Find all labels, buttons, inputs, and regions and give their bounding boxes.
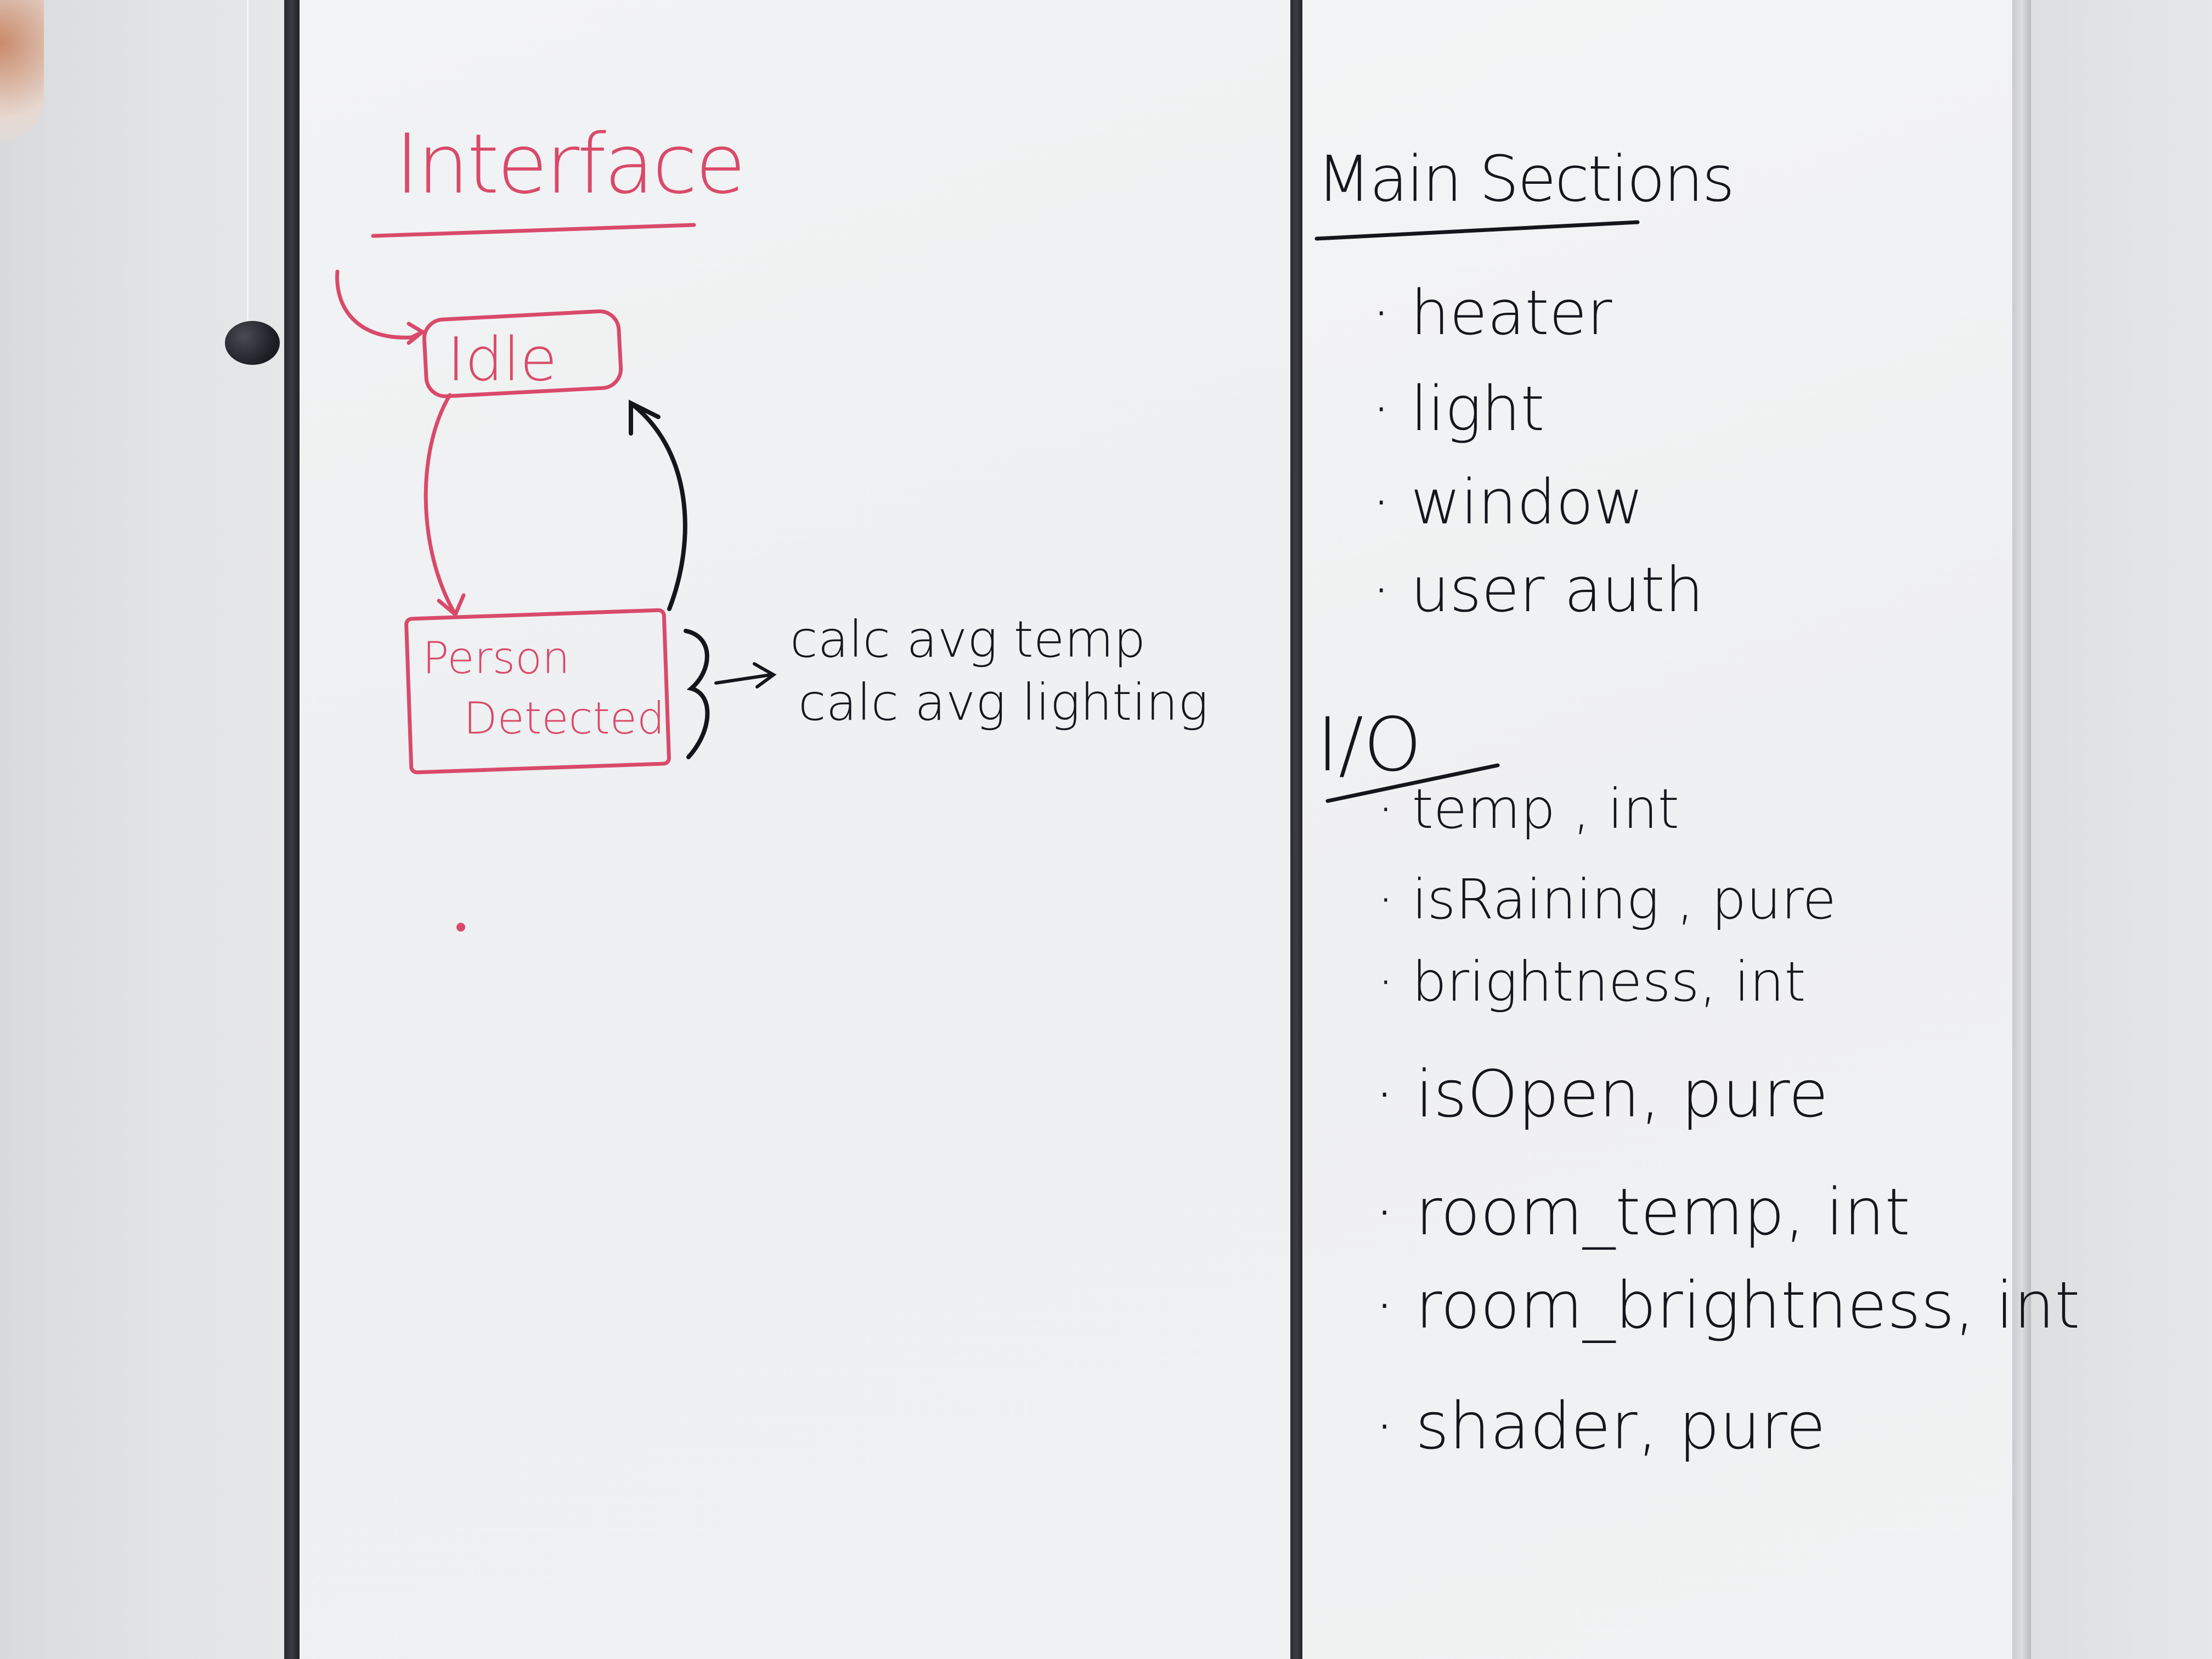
- brace-arrowhead: [753, 662, 777, 689]
- io-item: · brightness, int: [1377, 950, 1806, 1014]
- initial-arrowhead: [407, 321, 426, 345]
- io-item: · isOpen, pure: [1374, 1056, 1829, 1132]
- whiteboard-right-panel: [1303, 0, 2027, 1659]
- io-underline: [1325, 763, 1500, 803]
- wall-right: [2030, 0, 2212, 1659]
- section-item: · user auth: [1372, 555, 1704, 626]
- initial-transition-arrow: [335, 269, 425, 340]
- board-frame-left: [284, 0, 300, 1659]
- whiteboard-left-panel: [299, 0, 1292, 1659]
- brace: [684, 629, 710, 759]
- idle-to-person-arrow: [424, 393, 458, 617]
- person-state-label: Person: [422, 633, 570, 684]
- note-calc-avg-temp: calc avg temp: [790, 610, 1146, 669]
- io-item: · shader, pure: [1374, 1388, 1826, 1464]
- io-item: · room_temp, int: [1374, 1174, 1910, 1250]
- idle-to-person-arrowhead: [437, 593, 466, 618]
- hanging-string: [247, 0, 249, 329]
- note-calc-avg-lighting: calc avg lighting: [798, 673, 1209, 732]
- person-detected-box: [404, 608, 671, 775]
- board-frame-divider: [1290, 0, 1302, 1659]
- idle-state-label: Idle: [447, 324, 557, 394]
- person-to-idle-arrowhead: [629, 399, 661, 436]
- detected-state-label: Detected: [464, 693, 665, 744]
- brace-arrow: [714, 673, 772, 685]
- io-heading: I/O: [1317, 702, 1422, 788]
- section-item: · window: [1372, 467, 1644, 538]
- main-sections-underline: [1314, 220, 1640, 241]
- magnet: [225, 321, 280, 365]
- io-item: · temp , int: [1377, 777, 1679, 841]
- board-frame-right: [2012, 0, 2031, 1659]
- marker-dot: [456, 923, 465, 932]
- io-item: · room_brightness, int: [1374, 1267, 2080, 1343]
- idle-state-box: [422, 309, 623, 398]
- finger-blur: [0, 0, 44, 143]
- io-item: · isRaining , pure: [1377, 867, 1837, 932]
- person-to-idle-arrow: [629, 401, 687, 611]
- section-item: · heater: [1372, 278, 1612, 349]
- interface-heading: Interface: [395, 117, 746, 212]
- interface-underline: [371, 223, 696, 238]
- main-sections-heading: Main Sections: [1317, 143, 1735, 216]
- section-item: · light: [1372, 374, 1545, 445]
- wall-left: [0, 0, 285, 1659]
